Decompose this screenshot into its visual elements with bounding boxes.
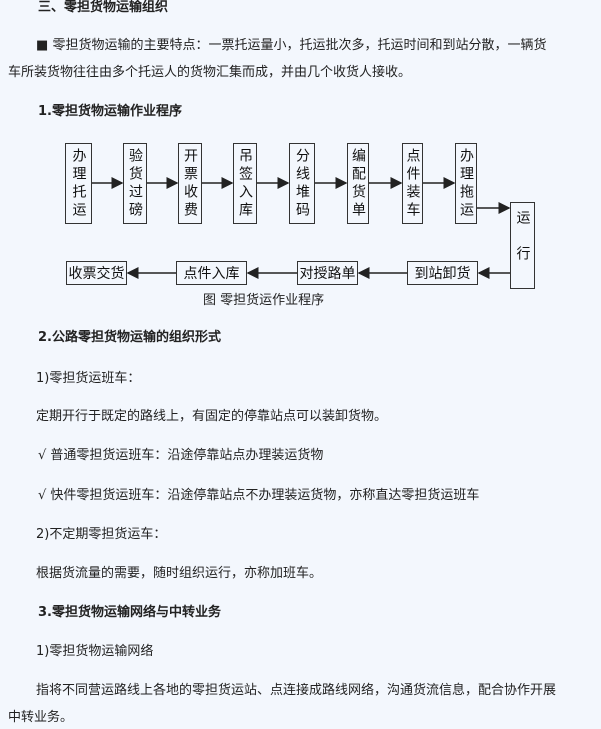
step-box: 收票交货 xyxy=(66,261,127,285)
paragraph: 1)零担货运班车： xyxy=(36,371,141,386)
paragraph: 定期开行于既定的路线上，有固定的停靠站点可以装卸货物。 xyxy=(36,409,388,424)
step-box: 分线堆码 xyxy=(289,143,315,224)
intro-line-1: ■ 零担货物运输的主要特点：一票托运量小，托运批次多，托运时间和到站分散，一辆货 xyxy=(36,38,546,54)
step-box: 点件入库 xyxy=(176,261,247,285)
intro-text: 零担货物运输的主要特点：一票托运量小，托运批次多，托运时间和到站分散，一辆货 xyxy=(52,38,547,53)
paragraph: 1)零担货物运输网络 xyxy=(36,644,154,659)
heading-3: 3.零担货物运输网络与中转业务 xyxy=(38,605,221,620)
step-box: 办理拖运 xyxy=(455,143,477,224)
step-box: 办理托运 xyxy=(65,143,92,224)
check-item: √ 快件零担货运班车：沿途停靠站点不办理装运货物，亦称直达零担货运班车 xyxy=(38,488,480,503)
step-box: 点件装车 xyxy=(402,143,423,224)
check-item: √ 普通零担货运班车：沿途停靠站点办理装运货物 xyxy=(38,448,324,463)
step-box: 验货过磅 xyxy=(123,143,147,224)
heading-1: 1.零担货物运输作业程序 xyxy=(38,104,182,119)
step-box: 吊签入库 xyxy=(233,143,257,224)
intro-line-2: 车所装货物往往由多个托运人的货物汇集而成，并由几个收货人接收。 xyxy=(8,65,412,80)
paragraph: 2)不定期零担货运车： xyxy=(36,527,167,542)
figure-caption: 图 零担货运作业程序 xyxy=(203,293,325,308)
step-box: 开票收费 xyxy=(178,143,202,224)
step-box: 到站卸货 xyxy=(407,261,478,285)
heading-2: 2.公路零担货物运输的组织形式 xyxy=(38,330,221,345)
square-bullet-icon: ■ xyxy=(36,38,49,53)
paragraph-line-2: 中转业务。 xyxy=(8,710,74,725)
step-box: 对授路单 xyxy=(297,261,358,285)
paragraph: 根据货流量的需要，随时组织运行，亦称加班车。 xyxy=(36,566,323,581)
run-box: 运行 xyxy=(510,202,535,289)
paragraph-line-1: 指将不同营运路线上各地的零担货运站、点连接成路线网络，沟通货流信息，配合协作开展 xyxy=(36,683,557,698)
section-title: 三、零担货物运输组织 xyxy=(38,0,169,15)
step-box: 编配货单 xyxy=(347,143,369,224)
